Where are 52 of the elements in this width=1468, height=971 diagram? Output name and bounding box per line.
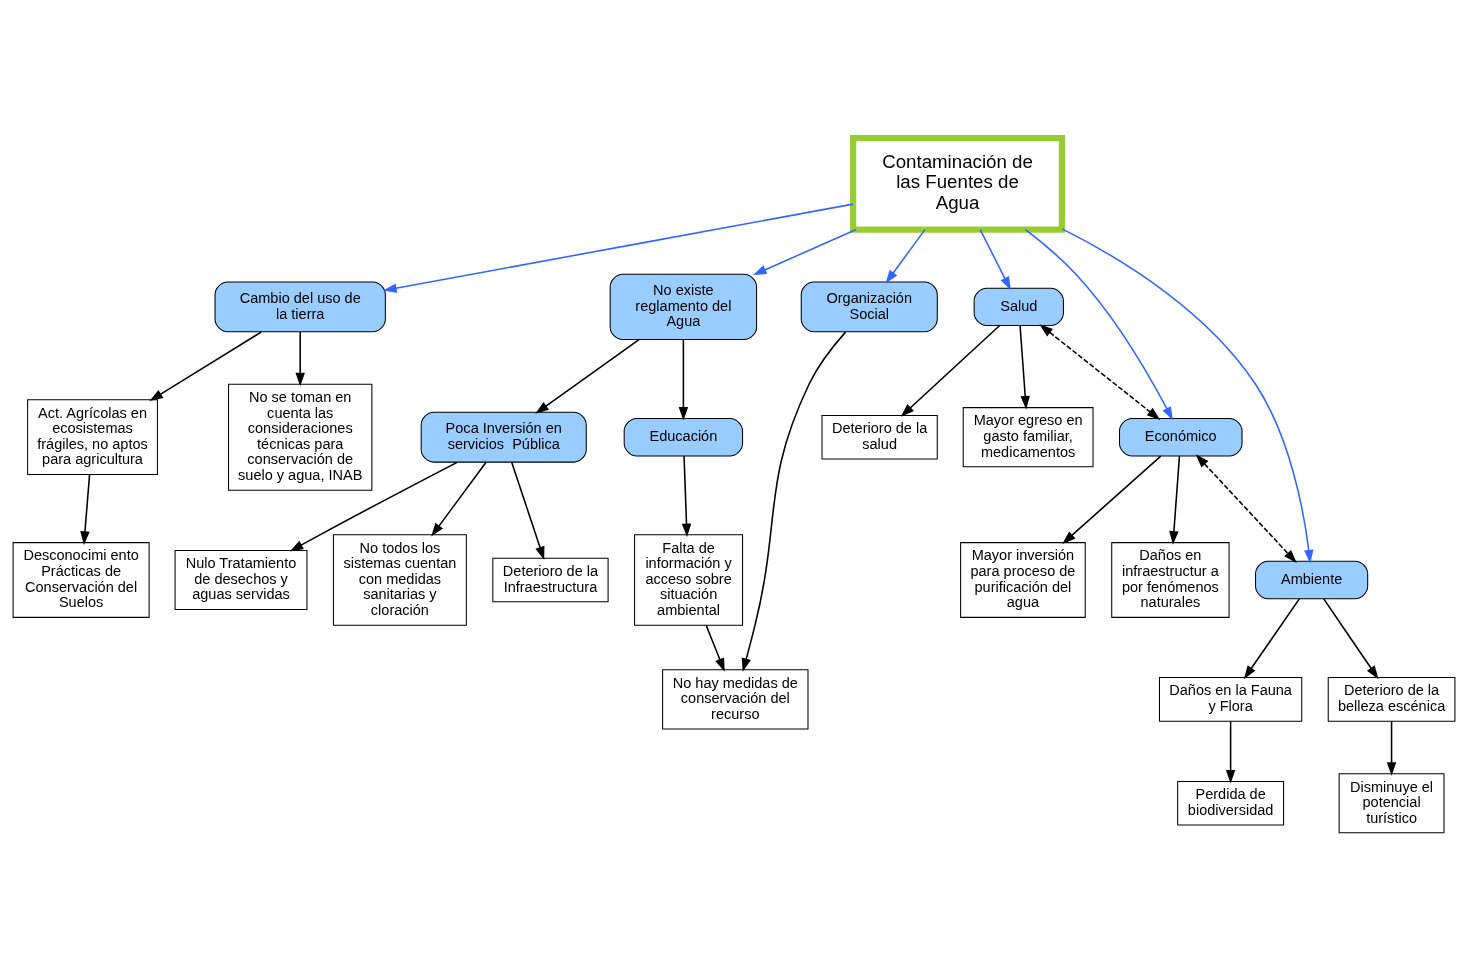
node-box: Cambio del uso de la tierra bbox=[214, 281, 386, 333]
node-box: Mayor inversión para proceso de purificación del agua bbox=[960, 542, 1086, 618]
node-box: Contaminación de las Fuentes de Agua bbox=[850, 135, 1065, 233]
arrow bbox=[289, 461, 458, 552]
node-box: Económico bbox=[1119, 418, 1243, 457]
arrow bbox=[1322, 598, 1379, 680]
node-box: Poca Inversión en servicios Pública bbox=[420, 411, 587, 463]
node-box: Daños en infraestructur a por fenómenos naturales bbox=[1111, 542, 1230, 618]
arrow bbox=[1039, 324, 1161, 420]
node-box: Desconocimi ento Prácticas de Conservación del Suelos bbox=[12, 542, 150, 618]
node-box: Salud bbox=[973, 287, 1064, 327]
arrow bbox=[80, 474, 91, 545]
arrow bbox=[705, 624, 725, 672]
arrow bbox=[1062, 455, 1162, 544]
node-box: No se toman en cuenta las consideraciones técnicas para conservación de suelo y agua, INAB bbox=[228, 383, 373, 491]
node-box: Ambiente bbox=[1255, 560, 1369, 600]
node-box: Deterioro de la Infraestructura bbox=[492, 557, 609, 603]
arrow bbox=[1169, 455, 1181, 545]
arrow bbox=[535, 338, 640, 414]
node-box: No hay medidas de conservación del recurso bbox=[662, 669, 809, 730]
node-box: Nulo Tratamiento de desechos y aguas servidas bbox=[174, 549, 308, 611]
node-box: Deterioro de la salud bbox=[821, 414, 938, 460]
arrow bbox=[979, 228, 1011, 291]
node-box: Deterioro de la belleza escénica bbox=[1327, 677, 1456, 722]
node-box: Mayor egreso en gasto familiar, medicamentos bbox=[962, 407, 1094, 468]
arrow bbox=[1195, 454, 1297, 563]
arrow bbox=[753, 228, 857, 276]
arrow bbox=[681, 455, 692, 538]
node-box: Daños en la Fauna y Flora bbox=[1158, 677, 1303, 722]
node-box: Act. Agrícolas en ecosistemas frágiles, no aptos para agricultura bbox=[27, 399, 158, 476]
node-box: Falta de información y acceso sobre situación ambiental bbox=[634, 534, 744, 626]
node-box: Perdida de biodiversidad bbox=[1177, 780, 1285, 826]
arrow bbox=[1386, 720, 1397, 776]
node-box: Disminuye el potencial turístico bbox=[1338, 773, 1445, 834]
arrow bbox=[1024, 228, 1173, 421]
arrow bbox=[885, 228, 926, 284]
arrow bbox=[741, 331, 847, 672]
node-box: Organización Social bbox=[800, 281, 938, 333]
arrow bbox=[678, 338, 689, 421]
arrow bbox=[1019, 325, 1030, 410]
arrow bbox=[1243, 598, 1301, 680]
node-box: No existe reglamento del Agua bbox=[609, 273, 758, 341]
arrow bbox=[295, 331, 305, 387]
arrow bbox=[1061, 228, 1314, 564]
arrow bbox=[431, 461, 487, 537]
arrow bbox=[383, 203, 854, 293]
node-box: No todos los sistemas cuentan con medidas sanitarias y cloración bbox=[332, 534, 467, 626]
arrow bbox=[511, 461, 545, 561]
arrow bbox=[1225, 720, 1236, 784]
node-box: Educación bbox=[623, 418, 744, 457]
arrow bbox=[900, 325, 1001, 417]
arrow bbox=[149, 331, 262, 402]
